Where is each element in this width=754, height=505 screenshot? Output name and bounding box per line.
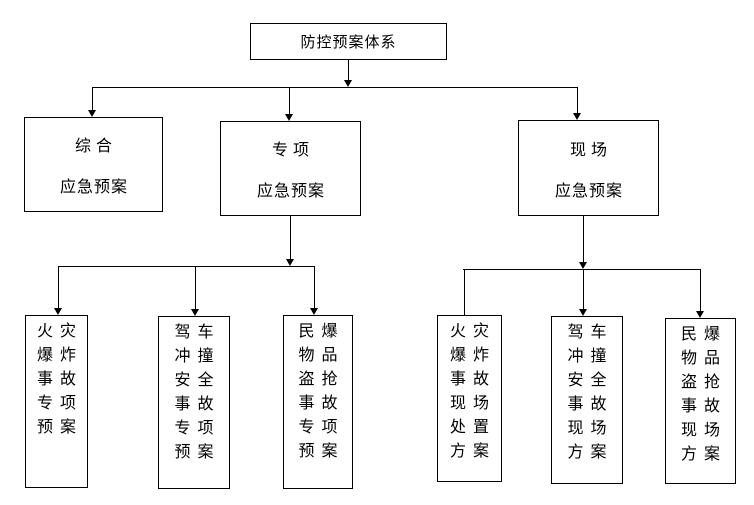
connector-to-vehicle-special [195,266,196,310]
arrowhead-special-rail [286,259,294,266]
node-vehicle-crash-special-line: 事故 [174,396,221,413]
arrowhead-vehicle-onsite [579,309,587,316]
node-explosives-theft-onsite-line: 盗抢 [680,374,727,391]
node-vehicle-crash-onsite-line: 驾车 [567,324,614,341]
node-fire-explosion-onsite-line: 现场 [449,395,496,412]
node-special-plan-line2: 应急预案 [256,182,325,200]
node-explosives-theft-onsite-line: 民爆 [680,326,727,343]
connector-to-fire-special [58,266,59,309]
node-fire-explosion-onsite-line: 事故 [449,371,496,388]
node-explosives-theft-special-line: 物品 [298,347,345,364]
node-fire-explosion-onsite-line: 爆炸 [449,347,496,364]
connector-to-vehicle-onsite [583,269,584,310]
arrowhead-comprehensive [88,110,96,117]
connector-to-special [289,87,290,115]
node-vehicle-crash-special-line: 预案 [174,444,221,461]
connector-to-onsite [577,87,578,114]
node-vehicle-crash-special-line: 专项 [174,420,221,437]
arrowhead-fire-special [54,308,62,315]
node-fire-explosion-special-line: 爆炸 [36,347,83,364]
node-explosives-theft-onsite-line: 物品 [680,350,727,367]
connector-to-fire-onsite [464,269,465,315]
node-explosives-theft-special-line: 专项 [298,419,345,436]
connector-to-comprehensive [92,87,93,111]
node-comprehensive-plan-line1: 综合 [74,138,117,156]
node-onsite-plan-line1: 现场 [569,141,612,159]
node-explosives-theft-onsite-line: 现场 [680,422,727,439]
arrowhead-onsite [573,113,581,120]
connector-to-explosives-onsite [700,269,701,312]
node-fire-explosion-special-line: 专项 [36,395,83,412]
node-explosives-theft-special-line: 事故 [298,395,345,412]
connector-root-drop [348,60,349,81]
node-vehicle-crash-onsite-line: 安全 [567,372,614,389]
node-vehicle-crash-onsite-line: 事故 [567,396,614,413]
arrowhead-special [285,114,293,121]
connector-onsite-drop [583,216,584,262]
node-fire-explosion-special-line: 事故 [36,371,83,388]
node-root-label: 防控预案体系 [300,35,397,51]
node-vehicle-crash-special-line: 冲撞 [174,348,221,365]
arrowhead-explosives-onsite [696,311,704,318]
node-vehicle-crash-special-line: 驾车 [174,324,221,341]
node-special-plan: 专项 应急预案 [220,121,361,216]
arrowhead-root [344,80,352,87]
connector-special-drop [290,216,291,260]
node-vehicle-crash-special: 驾车 冲撞 安全 事故 专项 预案 [158,316,230,489]
node-explosives-theft-onsite: 民爆 物品 盗抢 事故 现场 方案 [665,318,736,484]
node-vehicle-crash-onsite-line: 方案 [567,444,614,461]
node-fire-explosion-special-line: 预案 [36,419,83,436]
node-onsite-plan-line2: 应急预案 [554,182,623,200]
node-explosives-theft-onsite-line: 方案 [680,446,727,463]
node-fire-explosion-special-line: 火灾 [36,323,83,340]
node-onsite-plan: 现场 应急预案 [518,120,659,216]
node-fire-explosion-onsite-line: 处置 [449,419,496,436]
node-explosives-theft-special-line: 民爆 [298,323,345,340]
node-fire-explosion-special: 火灾 爆炸 事故 专项 预案 [25,315,88,488]
node-explosives-theft-special-line: 盗抢 [298,371,345,388]
node-special-plan-line1: 专项 [271,142,314,160]
node-comprehensive-plan: 综合 应急预案 [24,117,163,212]
node-root: 防控预案体系 [250,23,447,60]
node-vehicle-crash-onsite-line: 冲撞 [567,348,614,365]
node-fire-explosion-onsite-line: 方案 [449,443,496,460]
node-fire-explosion-onsite-line: 火灾 [449,323,496,340]
node-comprehensive-plan-line2: 应急预案 [59,178,128,196]
arrowhead-onsite-rail [579,262,587,269]
node-vehicle-crash-special-line: 安全 [174,372,221,389]
node-explosives-theft-special: 民爆 物品 盗抢 事故 专项 预案 [283,315,353,489]
connector-onsite-rail [463,269,701,270]
connector-special-rail [58,266,315,267]
node-explosives-theft-special-line: 预案 [298,443,345,460]
connector-level2-rail [92,87,578,88]
arrowhead-explosives-special [310,308,318,315]
node-fire-explosion-onsite: 火灾 爆炸 事故 现场 处置 方案 [437,315,502,482]
node-vehicle-crash-onsite-line: 现场 [567,420,614,437]
node-vehicle-crash-onsite: 驾车 冲撞 安全 事故 现场 方案 [551,316,623,484]
node-explosives-theft-onsite-line: 事故 [680,398,727,415]
connector-to-explosives-special [314,266,315,309]
arrowhead-vehicle-special [191,309,199,316]
